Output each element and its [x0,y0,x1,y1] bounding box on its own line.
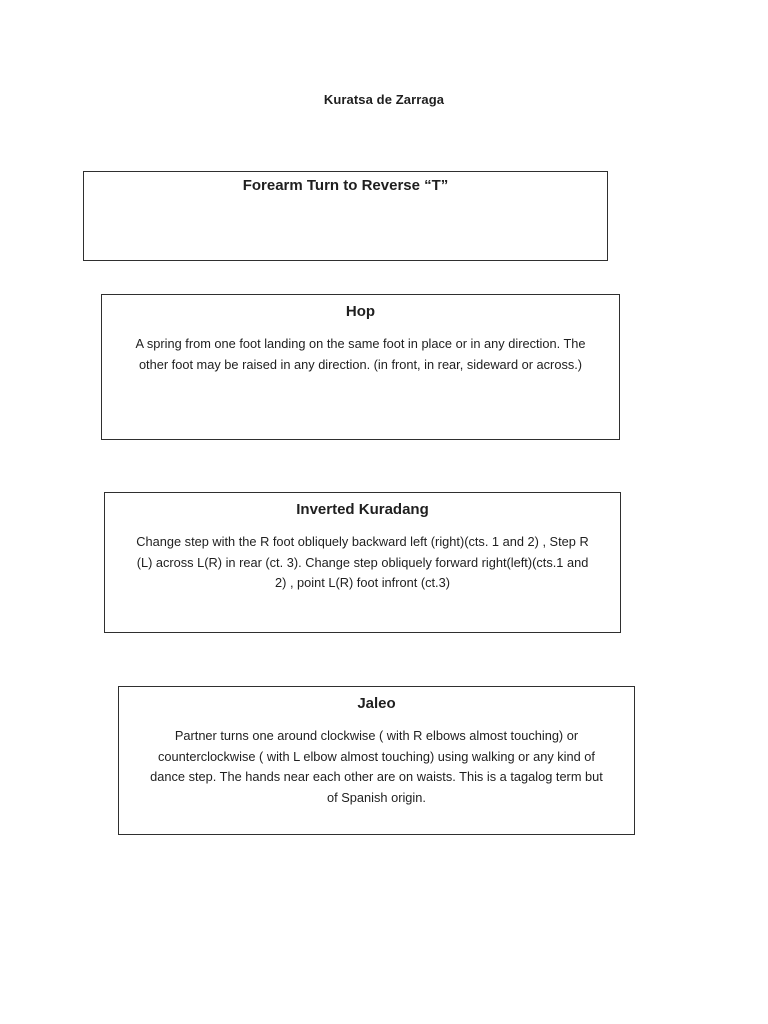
term-box-jaleo: Jaleo Partner turns one around clockwise… [118,686,635,835]
term-title: Forearm Turn to Reverse “T” [242,177,449,194]
term-title: Hop [345,303,376,320]
term-title: Inverted Kuradang [296,501,429,518]
term-definition: Partner turns one around clockwise ( wit… [150,728,603,805]
term-definition: Change step with the R foot obliquely ba… [136,534,589,590]
term-box-hop: Hop A spring from one foot landing on th… [101,294,620,440]
term-box-inverted-kuradang: Inverted Kuradang Change step with the R… [104,492,621,633]
term-definition: A spring from one foot landing on the sa… [135,336,586,372]
page-title: Kuratsa de Zarraga [323,92,445,107]
term-title: Jaleo [357,695,396,712]
term-box-forearm-turn-to-reverse-t: Forearm Turn to Reverse “T” [83,171,608,261]
